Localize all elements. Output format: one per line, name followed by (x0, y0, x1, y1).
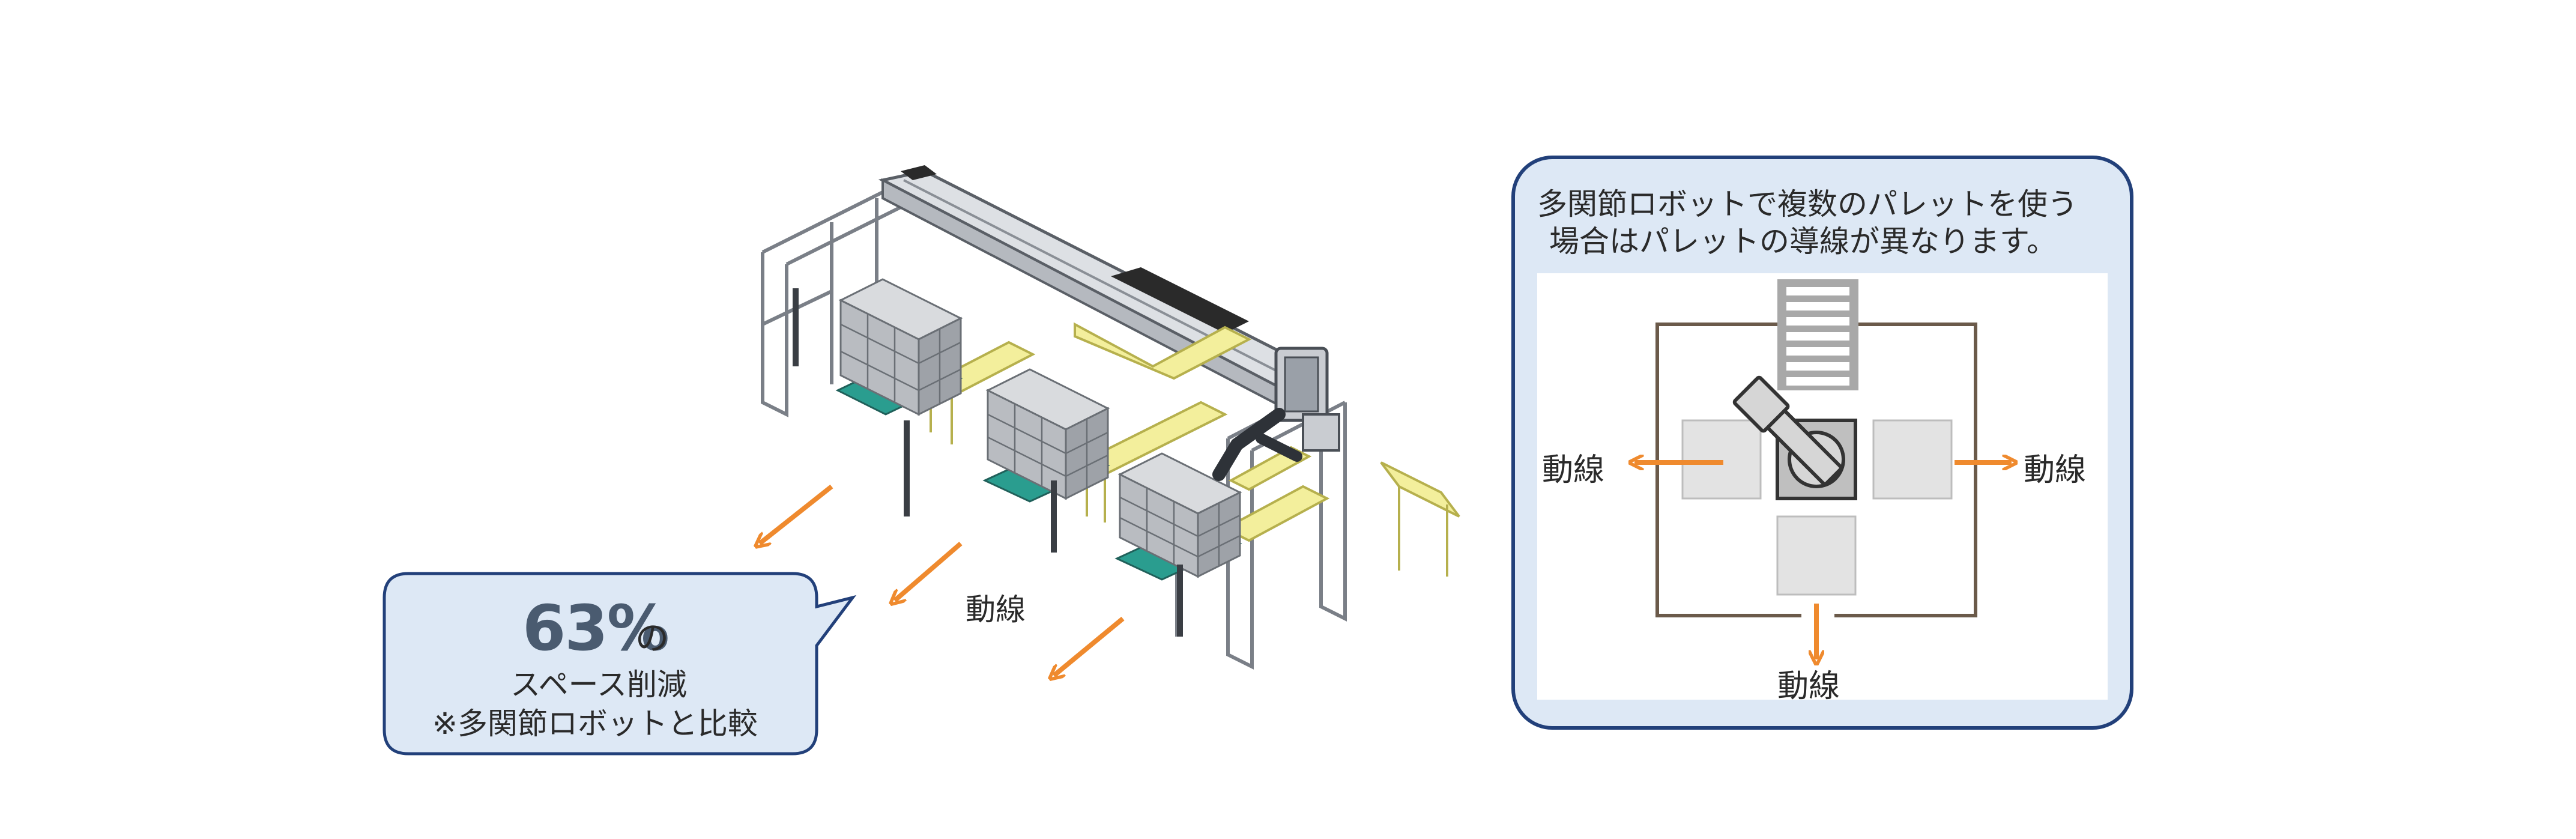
callout-bubble (382, 572, 857, 756)
panel-title-line1: 多関節ロボットで複数のパレットを使う (1537, 187, 2078, 222)
panel-flow-left-label: 動線 (1542, 452, 1605, 488)
panel-title-line2: 場合はパレットの導線が異なります。 (1549, 224, 2057, 259)
pallet-right (1872, 419, 1953, 500)
pallet-stack-1 (835, 278, 963, 416)
space-reduction-label: スペース削減 (510, 667, 687, 702)
safety-poles (793, 288, 1183, 637)
comparison-note: ※多関節ロボットと比較 (432, 706, 758, 741)
pallet-left (1681, 419, 1762, 500)
conveyor-icon (1777, 279, 1858, 390)
flow-arrows-left (760, 484, 1125, 676)
space-reduction-percent: 63% (522, 592, 670, 665)
orange-arrow-icon (895, 541, 963, 601)
pallet-stack-3 (1114, 452, 1242, 581)
robot-arm-icon (1732, 375, 1857, 500)
area-boundary (1655, 323, 1977, 617)
explanation-panel (1511, 156, 2133, 730)
palletizer-illustration (761, 165, 1460, 670)
flow-label: 動線 (966, 592, 1026, 627)
orange-arrow-icon (760, 484, 833, 544)
pallet-bottom (1776, 515, 1857, 596)
pallet-stack-2 (982, 368, 1110, 503)
panel-flow-right-label: 動線 (2024, 452, 2087, 488)
panel-flow-bottom-label: 動線 (1777, 668, 1840, 704)
orange-arrow-icon (1054, 616, 1125, 676)
space-reduction-suffix: の (635, 619, 669, 658)
gantry-robot-head (1212, 347, 1340, 481)
conveyor-right (1222, 446, 1460, 577)
